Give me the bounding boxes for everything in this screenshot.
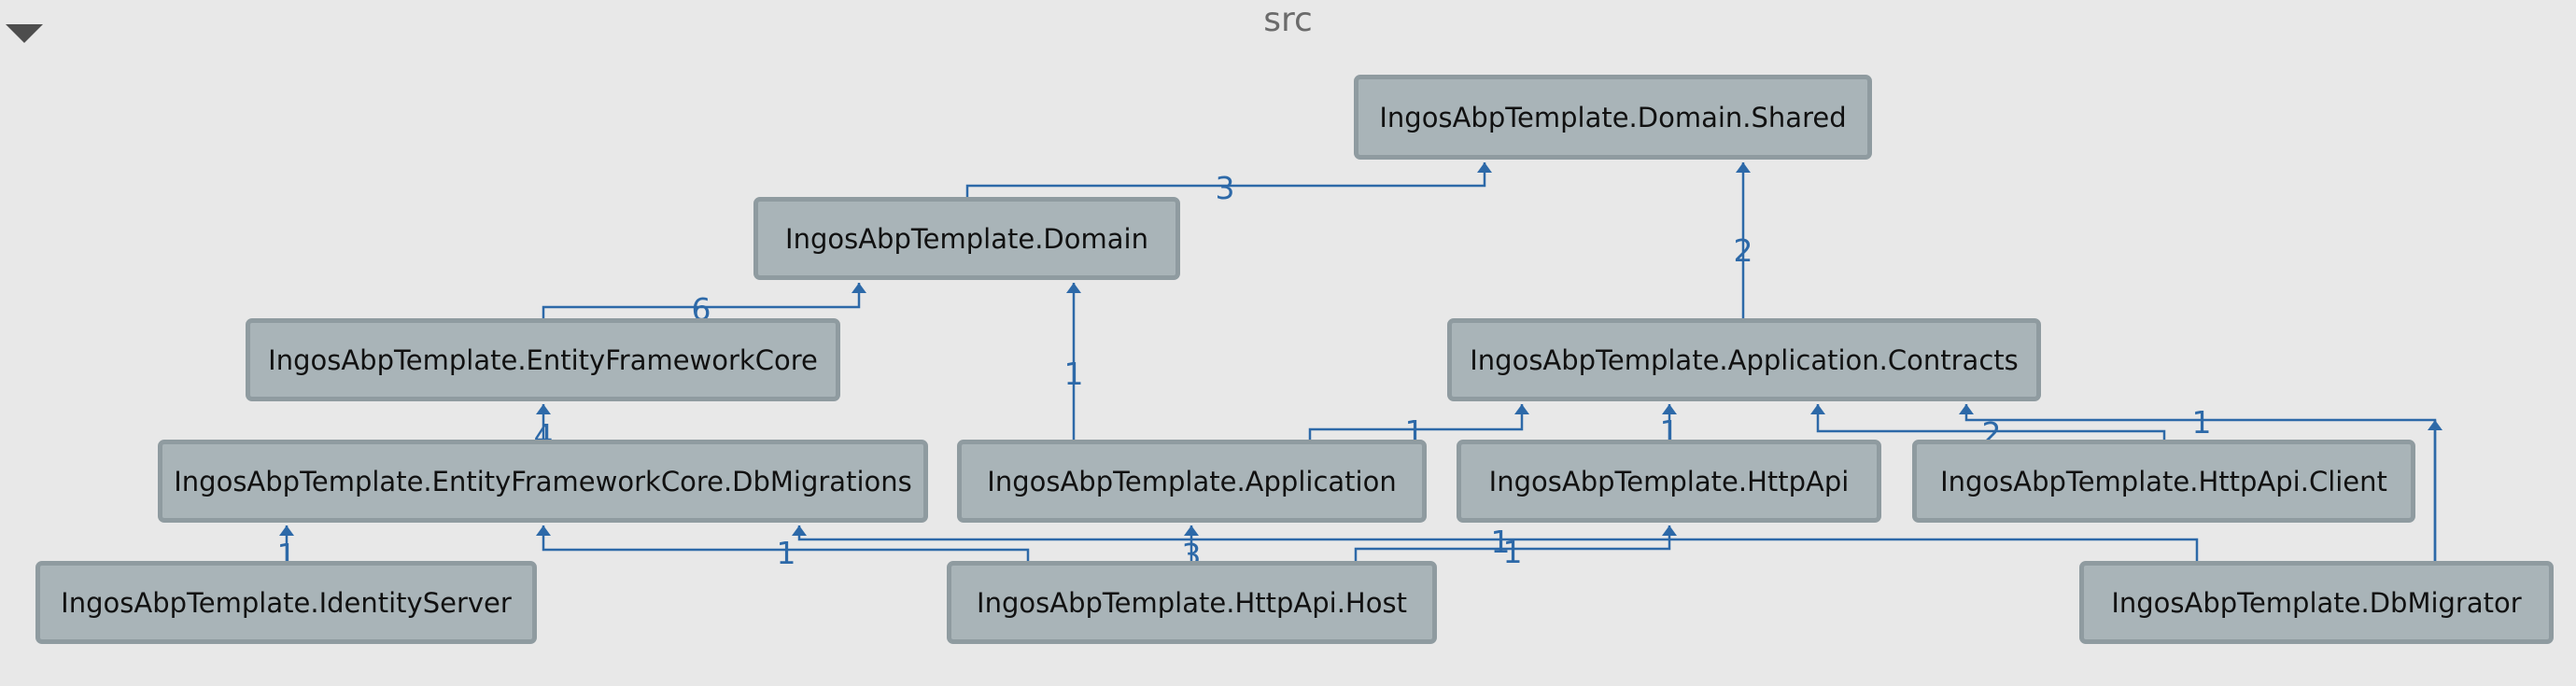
edge-count-label: 3 bbox=[1216, 170, 1235, 206]
arrowhead-icon bbox=[536, 525, 551, 536]
edge-count-label: 1 bbox=[1491, 524, 1511, 560]
edge-domain-to-domain_shared: 3 bbox=[965, 162, 1492, 206]
arrowhead-icon bbox=[1066, 283, 1081, 293]
arrowhead-icon bbox=[2428, 420, 2442, 430]
edge-app_contracts-to-domain_shared: 2 bbox=[1734, 162, 1753, 318]
node-identityserver[interactable]: IngosAbpTemplate.IdentityServer bbox=[35, 561, 537, 644]
arrowhead-icon bbox=[1959, 404, 1974, 414]
triangle-down-icon[interactable] bbox=[6, 24, 43, 43]
edge-db_migrator-to-efcore_migrations: 1 bbox=[792, 524, 2199, 561]
node-application-contracts[interactable]: IngosAbpTemplate.Application.Contracts bbox=[1447, 318, 2041, 401]
edge-line bbox=[542, 525, 1030, 561]
arrowhead-icon bbox=[1477, 162, 1492, 173]
edge-count-label: 1 bbox=[2192, 404, 2212, 441]
node-efcore-dbmigrations[interactable]: IngosAbpTemplate.EntityFrameworkCore.DbM… bbox=[158, 440, 928, 523]
edge-line bbox=[542, 283, 861, 318]
edge-line bbox=[965, 162, 1486, 197]
arrowhead-icon bbox=[536, 404, 551, 414]
node-httpapi-client[interactable]: IngosAbpTemplate.HttpApi.Client bbox=[1912, 440, 2415, 523]
node-httpapi-host[interactable]: IngosAbpTemplate.HttpApi.Host bbox=[947, 561, 1437, 644]
node-entityframeworkcore[interactable]: IngosAbpTemplate.EntityFrameworkCore bbox=[246, 318, 840, 401]
node-application[interactable]: IngosAbpTemplate.Application bbox=[957, 440, 1427, 523]
arrowhead-icon bbox=[1184, 525, 1199, 536]
arrowhead-icon bbox=[1662, 404, 1677, 414]
arrowhead-icon bbox=[852, 283, 866, 293]
edge-line bbox=[1308, 404, 1524, 440]
arrowhead-icon bbox=[1662, 525, 1677, 536]
diagram-title: src bbox=[1263, 1, 1313, 39]
edge-line bbox=[1816, 404, 2166, 440]
arrowhead-icon bbox=[1514, 404, 1529, 414]
node-dbmigrator[interactable]: IngosAbpTemplate.DbMigrator bbox=[2079, 561, 2554, 644]
node-httpapi[interactable]: IngosAbpTemplate.HttpApi bbox=[1457, 440, 1881, 523]
node-domain-shared[interactable]: IngosAbpTemplate.Domain.Shared bbox=[1354, 75, 1872, 160]
edge-httpapi_host-to-efcore_migrations: 1 bbox=[536, 525, 1030, 571]
edge-application-to-domain: 1 bbox=[1064, 283, 1084, 440]
edge-count-label: 2 bbox=[1734, 232, 1753, 269]
arrowhead-icon bbox=[279, 525, 294, 536]
node-domain[interactable]: IngosAbpTemplate.Domain bbox=[753, 197, 1180, 280]
arrowhead-icon bbox=[1736, 162, 1751, 173]
edge-db_migrator-to-httpapi bbox=[2428, 420, 2442, 561]
edge-count-label: 1 bbox=[1503, 534, 1523, 570]
edge-count-label: 1 bbox=[1064, 356, 1084, 392]
arrowhead-icon bbox=[1810, 404, 1825, 414]
arrowhead-icon bbox=[792, 525, 807, 536]
edge-httpapi_host-to-httpapi: 1 bbox=[1354, 525, 1677, 570]
edge-count-label: 1 bbox=[777, 535, 796, 571]
edge-line bbox=[1354, 525, 1671, 561]
